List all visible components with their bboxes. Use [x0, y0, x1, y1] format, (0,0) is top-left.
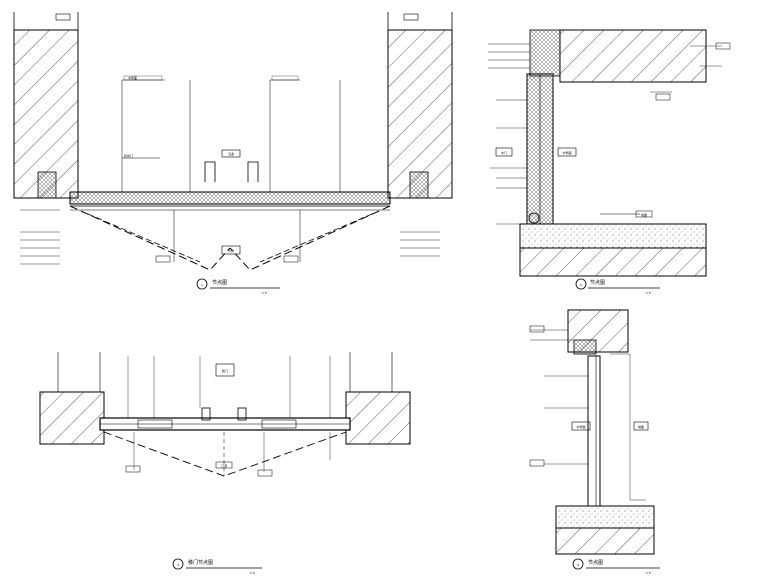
floor-screed-4 — [555, 505, 655, 529]
detail-1-title: 节点图 — [212, 280, 227, 286]
swing-dashed — [103, 431, 347, 477]
floor-tag: 地面 — [641, 212, 647, 217]
detail-4-scale: 1:5 — [646, 571, 651, 575]
hinge-label: 五金 — [228, 151, 234, 156]
detail-1-number: 1 — [201, 283, 203, 287]
cabinet-label: 折叠门 — [124, 153, 133, 158]
left-insulation — [37, 171, 57, 199]
detail-1-marker — [196, 278, 208, 290]
detail-1: 五金 大样 木饰面 折叠门 1 节点图 1:5 — [13, 12, 453, 295]
handle-left — [204, 161, 216, 182]
floor-slab — [519, 247, 707, 277]
detail-3-number: 3 — [177, 563, 179, 567]
detail-4-title: 节点图 — [588, 560, 603, 566]
handle-right — [247, 161, 259, 182]
right-insulation — [409, 171, 429, 199]
floor-slab-4 — [555, 527, 655, 555]
frame-label: 木饰面 — [128, 75, 137, 80]
right-door-swing — [229, 205, 391, 271]
left-door-swing — [69, 205, 231, 271]
detail-3-scale: 1:5 — [250, 571, 255, 575]
tag-box — [55, 13, 71, 21]
left-wall-3 — [39, 391, 105, 445]
floor-screed — [519, 223, 707, 249]
right-wall — [387, 29, 453, 199]
detail-2-scale: 1:5 — [646, 291, 651, 295]
detail-2: 木饰面 木门 地面 2 节点图 1:5 — [488, 29, 731, 295]
mid-tag: 门洞 — [221, 463, 227, 468]
wall-panel — [587, 355, 601, 507]
left-wall — [13, 29, 79, 199]
detail-4: 木饰面 墙面 4 节点图 1:5 — [529, 309, 660, 575]
detail-2-title: 节点图 — [590, 280, 605, 286]
detail-3-title: 移门节点图 — [188, 559, 213, 566]
ceiling-slab — [559, 29, 707, 83]
door-frame-bar — [69, 191, 391, 205]
detail-1-scale: 1:5 — [262, 291, 267, 295]
top-tag: 移门 — [222, 368, 228, 373]
tag-label: 大样 — [228, 248, 234, 253]
wall-tag: 墙面 — [638, 424, 644, 429]
detail-3: 移门 门洞 3 移门节点图 1:5 — [39, 352, 411, 575]
detail-2-number: 2 — [580, 283, 582, 287]
detail-4-number: 4 — [577, 563, 579, 567]
door-tag: 木门 — [501, 150, 507, 155]
panel-tag: 木饰面 — [576, 424, 585, 429]
right-wall-3 — [345, 391, 411, 445]
finish-tag: 木饰面 — [562, 150, 571, 155]
